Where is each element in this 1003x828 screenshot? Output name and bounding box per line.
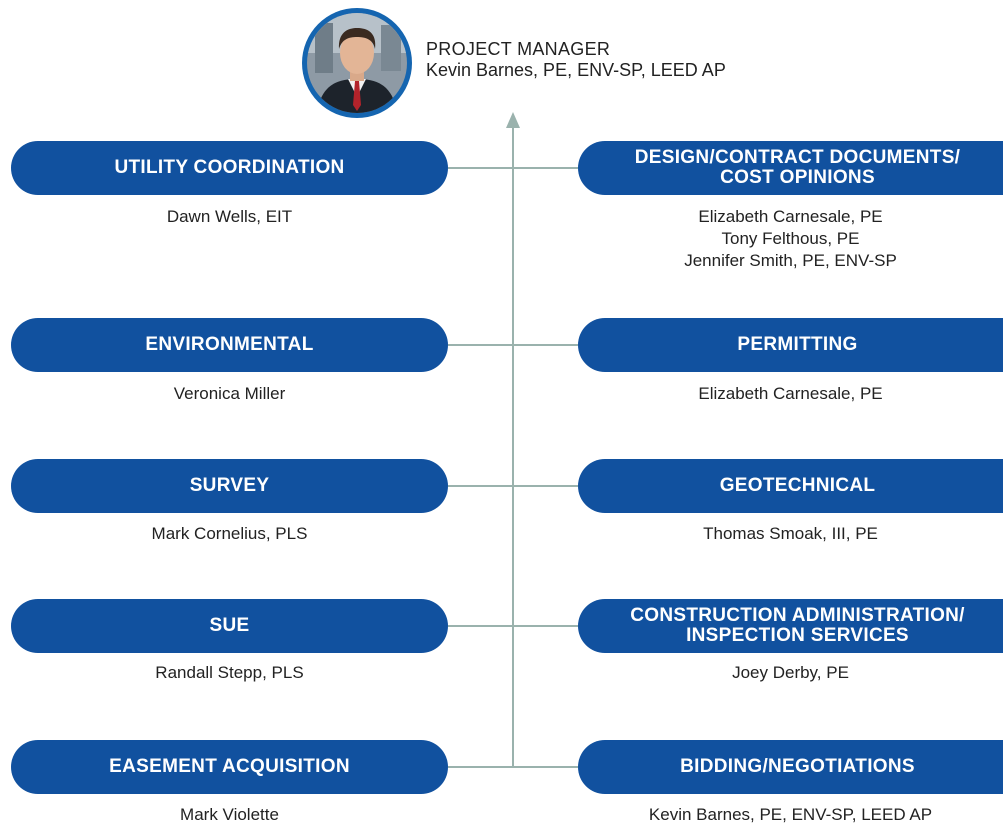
right-box-4-title: CONSTRUCTION ADMINISTRATION/ INSPECTION … (578, 599, 1003, 653)
manager-name: Kevin Barnes, PE, ENV-SP, LEED AP (426, 60, 726, 80)
left-box-4-members: Randall Stepp, PLS (11, 662, 448, 684)
left-box-1-title: UTILITY COORDINATION (11, 141, 448, 195)
member: Randall Stepp, PLS (155, 663, 304, 682)
left-box-3-members: Mark Cornelius, PLS (11, 523, 448, 545)
member: Dawn Wells, EIT (166, 207, 293, 226)
member: Elizabeth Carnesale, PE (698, 384, 883, 403)
title-line: PERMITTING (737, 334, 858, 355)
left-box-5-members: Mark Violette (11, 804, 448, 826)
member: Mark Violette (180, 805, 279, 824)
right-box-3-members: Thomas Smoak, III, PE (578, 523, 1003, 545)
right-box-2-members: Elizabeth Carnesale, PE (578, 383, 1003, 405)
project-manager: PROJECT MANAGER Kevin Barnes, PE, ENV-SP… (302, 8, 1002, 120)
left-box-4-title: SUE (11, 599, 448, 653)
manager-text: PROJECT MANAGER Kevin Barnes, PE, ENV-SP… (426, 39, 726, 81)
member: Thomas Smoak, III, PE (703, 524, 878, 543)
left-box-3-title: SURVEY (11, 459, 448, 513)
member: Veronica Miller (173, 384, 286, 403)
right-box-1-members: Elizabeth Carnesale, PE Tony Felthous, P… (578, 206, 1003, 272)
member: Elizabeth Carnesale, PE (698, 207, 883, 226)
manager-role: PROJECT MANAGER (426, 39, 611, 59)
right-box-2-title: PERMITTING (578, 318, 1003, 372)
person-photo-icon (307, 13, 407, 113)
member: Kevin Barnes, PE, ENV-SP, LEED AP (648, 805, 933, 824)
member: Jennifer Smith, PE, ENV-SP (684, 251, 897, 270)
right-box-3-title: GEOTECHNICAL (578, 459, 1003, 513)
left-box-5-title: EASEMENT ACQUISITION (11, 740, 448, 794)
right-box-1-title: DESIGN/CONTRACT DOCUMENTS/ COST OPINIONS (578, 141, 1003, 195)
left-box-1-members: Dawn Wells, EIT (11, 206, 448, 228)
member: Tony Felthous, PE (721, 229, 860, 248)
right-box-5-members: Kevin Barnes, PE, ENV-SP, LEED AP (578, 804, 1003, 826)
title-line: GEOTECHNICAL (719, 475, 876, 496)
right-box-4-members: Joey Derby, PE (578, 662, 1003, 684)
avatar (302, 8, 412, 118)
title-line: COST OPINIONS (720, 167, 875, 188)
left-box-2-members: Veronica Miller (11, 383, 448, 405)
member: Mark Cornelius, PLS (151, 524, 308, 543)
right-box-5-title: BIDDING/NEGOTIATIONS (578, 740, 1003, 794)
title-line: INSPECTION SERVICES (686, 625, 909, 646)
title-line: CONSTRUCTION ADMINISTRATION/ (630, 605, 965, 626)
member: Joey Derby, PE (732, 663, 849, 682)
left-box-2-title: ENVIRONMENTAL (11, 318, 448, 372)
title-line: BIDDING/NEGOTIATIONS (680, 756, 915, 777)
title-line: DESIGN/CONTRACT DOCUMENTS/ (634, 147, 961, 168)
